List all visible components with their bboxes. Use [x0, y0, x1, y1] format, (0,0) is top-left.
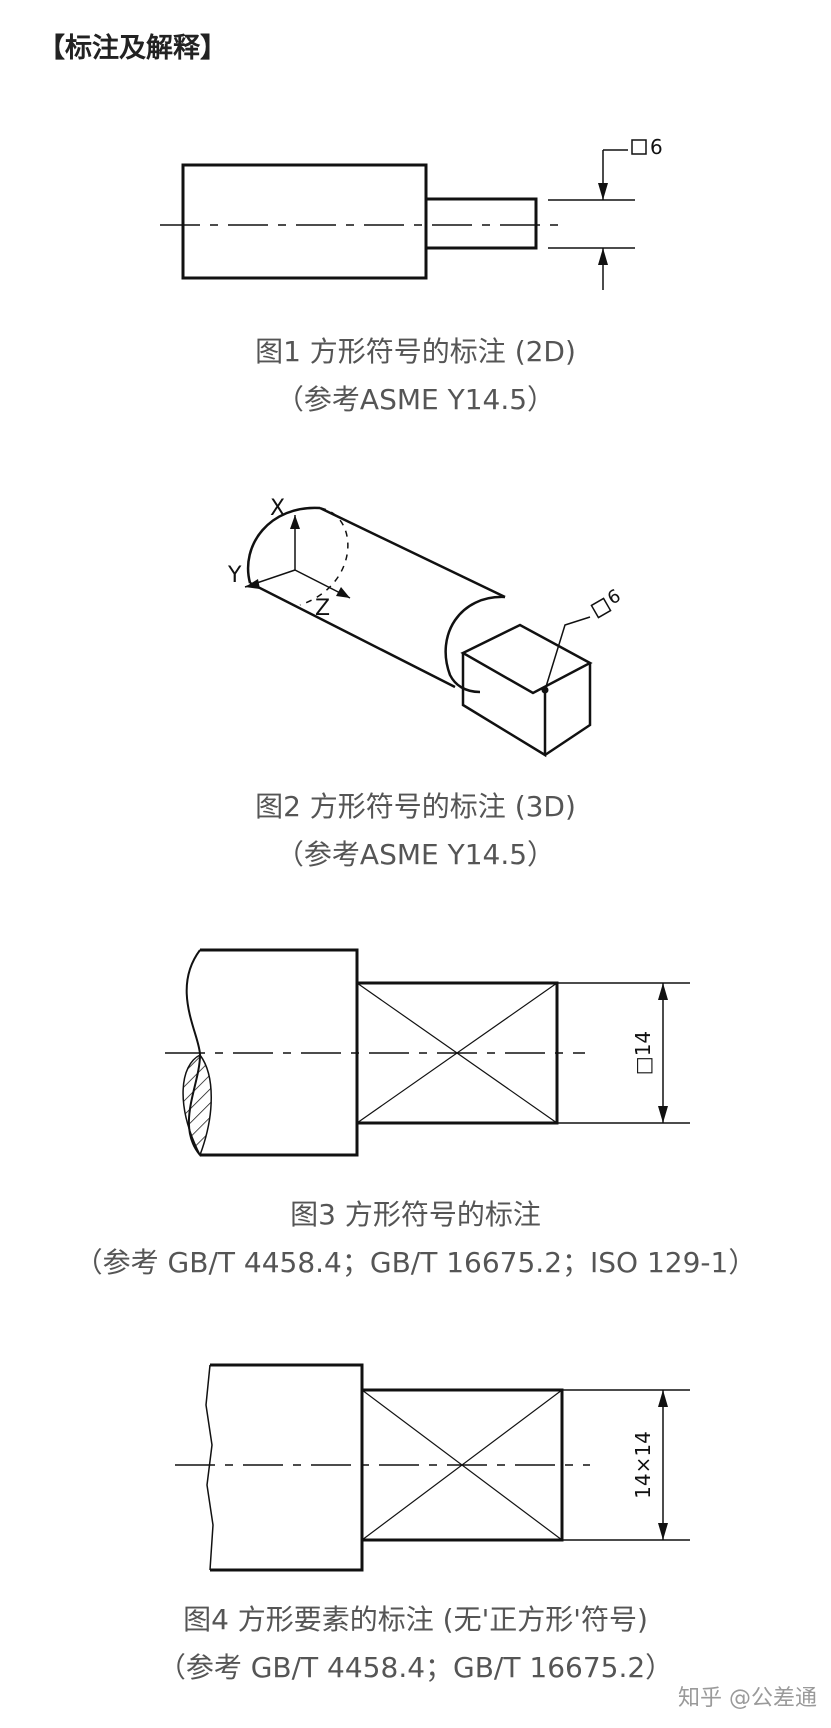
figure-1-drawing: 6 [160, 135, 663, 290]
watermark: 知乎 @公差通 [678, 1686, 817, 1711]
figure-4-caption: 图4 方形要素的标注 (无'正方形'符号) [183, 1603, 648, 1636]
figure-2-source: （参考ASME Y14.5） [275, 838, 556, 871]
figure-4-source: （参考 GB/T 4458.4；GB/T 16675.2） [157, 1651, 674, 1684]
figure-4-dimension: 14×14 [631, 1431, 655, 1499]
axis-z-label: Z [315, 596, 330, 621]
figure-3-dimension: □14 [631, 1031, 655, 1075]
figure-2-caption: 图2 方形符号的标注 (3D) [255, 790, 576, 823]
section-heading: 【标注及解释】 [38, 33, 227, 64]
axis-x-label: X [270, 496, 285, 521]
figure-4-drawing: 14×14 [175, 1363, 690, 1572]
figure-1-source: （参考ASME Y14.5） [275, 383, 556, 416]
figure-1-caption: 图1 方形符号的标注 (2D) [255, 335, 576, 368]
axis-y-label: Y [227, 563, 242, 588]
svg-text:6: 6 [650, 135, 663, 159]
figure-2-drawing: X Y Z 6 [227, 496, 624, 758]
figure-3-caption: 图3 方形符号的标注 [290, 1198, 541, 1231]
figure-3-drawing: □14 [165, 948, 690, 1157]
figure-3-source: （参考 GB/T 4458.4；GB/T 16675.2；ISO 129-1） [74, 1246, 757, 1279]
